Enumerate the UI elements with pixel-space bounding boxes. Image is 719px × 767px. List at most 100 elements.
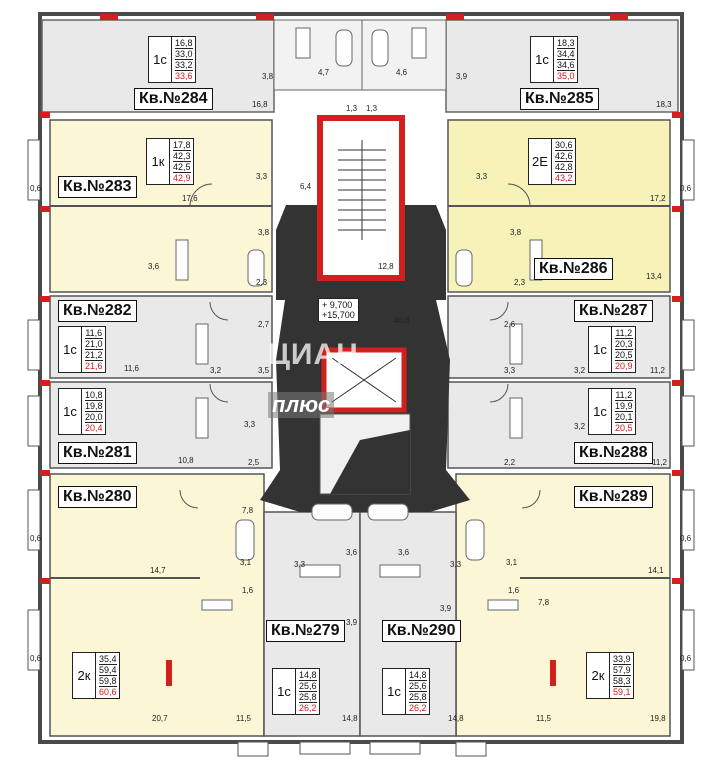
room-dim: 11,5 (236, 714, 251, 723)
balcony-dim: 0,6 (30, 184, 42, 193)
level-mark-lower: + 9,700 (322, 300, 353, 310)
room-dim: 4,7 (318, 68, 330, 77)
room-dim: 2,3 (256, 278, 268, 287)
apartment-type: 1с (277, 684, 291, 699)
apartment-type: 1с (153, 52, 167, 67)
room-dim: 4,6 (396, 68, 408, 77)
apartment-label-282: Кв.№282 (58, 300, 137, 322)
room-dim: 3,1 (506, 558, 518, 567)
apartment-type: 1к (151, 154, 165, 169)
balcony-dim: 0,6 (680, 534, 692, 543)
area-living: 11,2 (615, 390, 633, 401)
room-dim: 6,4 (300, 182, 312, 191)
area-total-full: 26,2 (409, 703, 427, 713)
apartment-type: 2к (591, 668, 605, 683)
room-dim: 20,7 (152, 714, 168, 723)
apartment-type: 1с (387, 684, 401, 699)
area-total-full: 35,0 (557, 71, 575, 81)
room-dim: 7,8 (538, 598, 550, 607)
area-living: 14,8 (409, 670, 427, 681)
room-dim: 16,8 (252, 100, 268, 109)
area-total-full: 21,6 (85, 361, 103, 371)
room-dim: 14,8 (448, 714, 464, 723)
area-living: 10,8 (85, 390, 103, 401)
area-total-balcony: 42,5 (173, 162, 191, 173)
area-total-full: 33,6 (175, 71, 193, 81)
room-dim: 17,2 (650, 194, 666, 203)
apartment-label-286: Кв.№286 (534, 258, 613, 280)
room-dim: 3,6 (148, 262, 160, 271)
room-dim: 2,7 (258, 320, 270, 329)
room-dim: 17,6 (182, 194, 198, 203)
area-total: 19,8 (85, 401, 103, 412)
area-total: 21,0 (85, 339, 103, 350)
balcony-dim: 0,6 (680, 654, 692, 663)
room-dim: 11,2 (652, 458, 667, 467)
room-dim: 14,8 (342, 714, 358, 723)
apartment-label-285: Кв.№285 (520, 88, 599, 110)
area-total-balcony: 34,6 (557, 60, 575, 71)
apartment-label-279: Кв.№279 (266, 620, 345, 642)
room-dim: 3,6 (398, 548, 410, 557)
area-total: 19,9 (615, 401, 633, 412)
room-dim: 1,6 (242, 586, 254, 595)
room-dim: 3,8 (258, 228, 270, 237)
room-dim: 3,1 (240, 558, 252, 567)
stairwell (317, 115, 405, 281)
apartment-label-284: Кв.№284 (134, 88, 213, 110)
room-dim: 11,6 (124, 364, 139, 373)
area-total: 42,3 (173, 151, 191, 162)
apartment-type: 2к (77, 668, 91, 683)
apartment-label-283: Кв.№283 (58, 176, 137, 198)
apartment-type: 1с (593, 342, 607, 357)
room-dim: 10,8 (178, 456, 194, 465)
room-dim: 3,3 (294, 560, 306, 569)
room-dim: 11,5 (536, 714, 551, 723)
area-total: 42,6 (555, 151, 573, 162)
apartment-type: 1с (63, 404, 77, 419)
area-total-balcony: 25,8 (409, 692, 427, 703)
area-total-full: 20,9 (615, 361, 633, 371)
room-dim: 7,8 (242, 506, 254, 515)
room-dim: 3,8 (262, 72, 274, 81)
room-dim: 3,2 (574, 422, 586, 431)
area-living: 14,8 (299, 670, 317, 681)
room-dim: 2,2 (504, 458, 516, 467)
room-dim: 11,2 (650, 366, 665, 375)
room-dim: 40,8 (394, 316, 410, 325)
area-total-full: 20,4 (85, 423, 103, 433)
room-dim: 12,8 (378, 262, 394, 271)
room-dim: 3,3 (244, 420, 256, 429)
apartment-type: 1с (593, 404, 607, 419)
area-total-balcony: 25,8 (299, 692, 317, 703)
room-dim: 3,9 (456, 72, 468, 81)
room-dim: 3,3 (450, 560, 462, 569)
area-total-balcony: 58,3 (613, 676, 631, 687)
room-dim: 2,3 (514, 278, 526, 287)
room-dim: 3,3 (504, 366, 516, 375)
room-dim: 2,6 (504, 320, 516, 329)
area-total: 33,0 (175, 49, 193, 60)
area-total-balcony: 20,0 (85, 412, 103, 423)
level-mark-upper: +15,700 (322, 310, 355, 320)
room-dim: 18,3 (656, 100, 672, 109)
area-total-full: 20,5 (615, 423, 633, 433)
area-total-balcony: 20,1 (615, 412, 633, 423)
area-total-balcony: 42,8 (555, 162, 573, 173)
area-total-balcony: 20,5 (615, 350, 633, 361)
room-dim: 3,5 (258, 366, 270, 375)
area-living: 17,8 (173, 140, 191, 151)
apartment-type: 1с (535, 52, 549, 67)
area-total-balcony: 33,2 (175, 60, 193, 71)
room-dim: 1,3 (366, 104, 378, 113)
room-dim: 14,1 (648, 566, 664, 575)
area-living: 35,4 (99, 654, 117, 665)
